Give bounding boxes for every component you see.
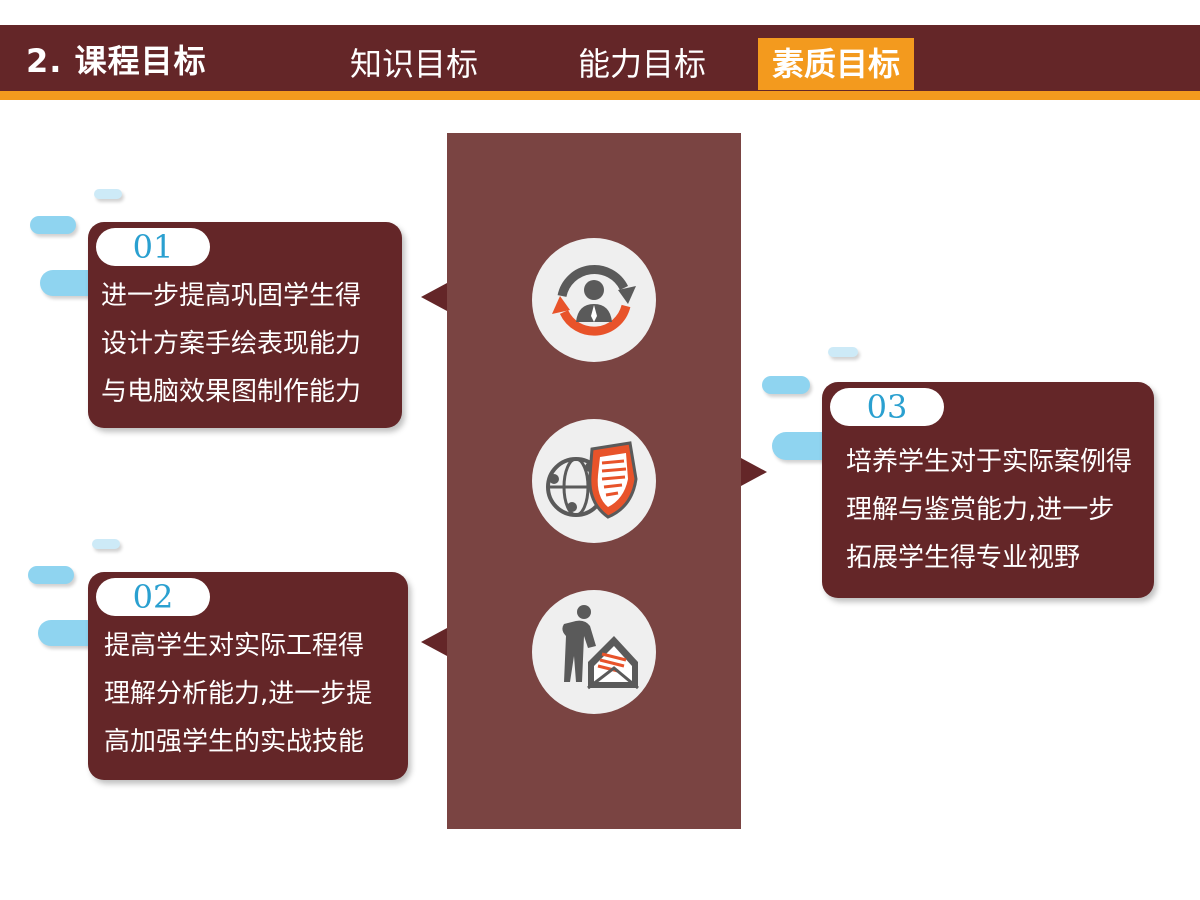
goal-card-03: 03 培养学生对于实际案例得 理解与鉴赏能力,进一步 拓展学生得专业视野 (822, 382, 1154, 598)
person-cycle-icon (532, 238, 656, 362)
card-line: 培养学生对于实际案例得 (846, 447, 1133, 477)
card-line: 拓展学生得专业视野 (846, 543, 1081, 573)
card-number: 03 (830, 388, 944, 426)
card-text: 进一步提高巩固学生得 设计方案手绘表现能力 与电脑效果图制作能力 (101, 272, 361, 416)
tab-knowledge-goals[interactable]: 知识目标 (349, 45, 478, 83)
card-line: 进一步提高巩固学生得 (101, 281, 362, 311)
decorative-pill (762, 376, 810, 394)
decorative-pill (30, 216, 76, 234)
header-bar (0, 25, 1200, 91)
goal-card-01: 01 进一步提高巩固学生得 设计方案手绘表现能力 与电脑效果图制作能力 (88, 222, 402, 428)
card-pointer (741, 458, 767, 486)
card-line: 设计方案手绘表现能力 (101, 329, 362, 359)
header-accent-line (0, 91, 1200, 100)
globe-shield-icon (532, 419, 656, 543)
card-line: 理解分析能力,进一步提 (104, 679, 373, 709)
card-line: 理解与鉴赏能力,进一步 (846, 495, 1115, 525)
businessman-mail-icon (532, 590, 656, 714)
card-line: 提高学生对实际工程得 (104, 631, 365, 661)
section-title: 2. 课程目标 (26, 42, 207, 80)
decorative-pill (94, 189, 122, 199)
card-pointer (421, 628, 447, 656)
card-text: 提高学生对实际工程得 理解分析能力,进一步提 高加强学生的实战技能 (104, 622, 372, 766)
decorative-pill (92, 539, 120, 549)
decorative-pill (28, 566, 74, 584)
card-line: 高加强学生的实战技能 (104, 727, 365, 757)
card-pointer (421, 283, 447, 311)
card-line: 与电脑效果图制作能力 (101, 377, 362, 407)
card-number: 01 (96, 228, 210, 266)
decorative-pill (828, 347, 858, 357)
card-text: 培养学生对于实际案例得 理解与鉴赏能力,进一步 拓展学生得专业视野 (846, 438, 1132, 582)
goal-card-02: 02 提高学生对实际工程得 理解分析能力,进一步提 高加强学生的实战技能 (88, 572, 408, 780)
card-number: 02 (96, 578, 210, 616)
tab-quality-goals[interactable]: 素质目标 (758, 38, 914, 90)
tab-ability-goals[interactable]: 能力目标 (577, 45, 706, 83)
